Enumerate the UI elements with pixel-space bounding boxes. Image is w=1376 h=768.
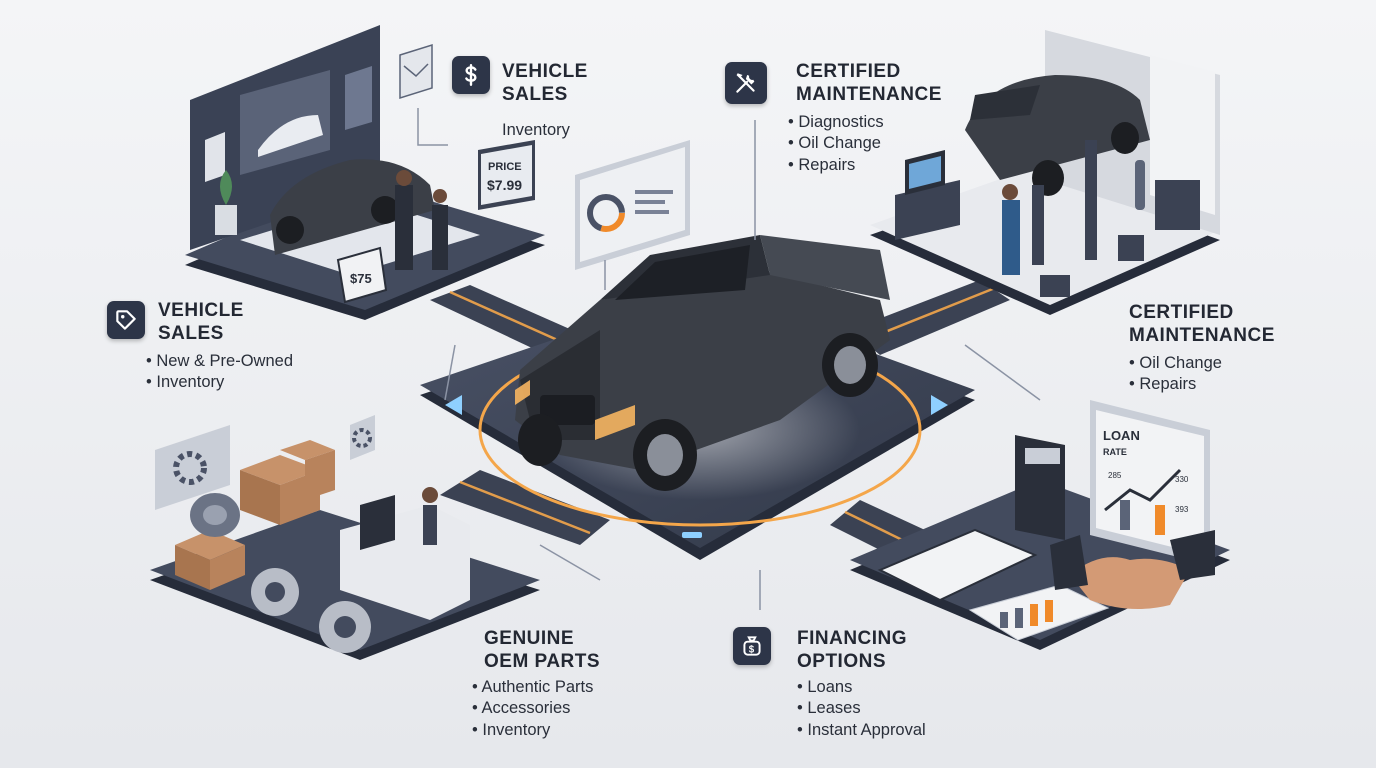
parts-scene [150,415,540,660]
list-item: Authentic Parts [472,678,600,698]
sales-left-badge [107,301,145,339]
maint-right-label: CERTIFIED MAINTENANCE Oil Change Repairs [1129,302,1275,397]
sales-top-title-2: SALES [502,83,568,105]
parts-list: Authentic Parts Accessories Inventory [472,678,600,741]
maint-top-badge [725,62,767,104]
list-item: Accessories [472,699,600,719]
finance-title-1: FINANCING [797,628,908,649]
loan-num-c: 393 [1175,505,1189,514]
svg-text:$: $ [749,645,755,656]
loan-board-line1: LOAN [1103,428,1140,443]
loan-board-line2: RATE [1103,447,1127,457]
finance-list: Loans Leases Instant Approval [797,678,926,741]
sales-left-label: VEHICLE SALES New & Pre-Owned Inventory [156,300,293,395]
maint-right-title-2: MAINTENANCE [1129,324,1275,346]
maint-top-title-1: CERTIFIED [796,61,901,82]
finance-label: FINANCING OPTIONS Loans Leases Instant A… [797,628,926,743]
maint-top-label: CERTIFIED MAINTENANCE Diagnostics Oil Ch… [796,61,942,178]
parts-label: GENUINE OEM PARTS Authentic Parts Access… [481,628,601,743]
finance-badge: $ [733,627,771,665]
list-item: New & Pre-Owned [146,352,293,372]
maintenance-scene [870,30,1220,315]
parts-title-2: OEM PARTS [484,650,601,672]
sales-top-badge [452,56,490,94]
showroom-scene: PRICE $7.99 $75 [185,25,545,320]
maint-top-list: Diagnostics Oil Change Repairs [788,113,942,176]
list-item: Inventory [146,373,293,393]
list-item: Instant Approval [797,721,925,741]
finance-scene: LOAN RATE 285 330 393 [850,400,1230,650]
sales-left-title-2: SALES [158,322,224,344]
money-bag-icon: $ [743,636,761,656]
list-item: Repairs [788,156,942,176]
floor-tag-text: $75 [350,271,372,286]
finance-title-2: OPTIONS [797,650,887,672]
list-item: Oil Change [1129,354,1275,374]
price-tag-icon [116,310,136,330]
pickup-truck [515,235,890,491]
list-item: Oil Change [788,134,942,154]
sales-left-list: New & Pre-Owned Inventory [146,352,293,394]
loan-num-b: 330 [1175,475,1189,484]
parts-title-1: GENUINE [484,628,575,649]
list-item: Repairs [1129,375,1275,395]
list-item: Inventory [472,721,600,741]
list-item: Diagnostics [788,113,942,133]
loan-num-a: 285 [1108,471,1122,480]
dollar-icon [465,64,477,86]
sales-left-title-1: VEHICLE [158,300,244,321]
price-sign-line2: $7.99 [487,177,522,193]
maint-right-list: Oil Change Repairs [1129,354,1275,396]
sales-top-title-1: VEHICLE [502,61,588,82]
sales-top-sub: Inventory [502,120,570,139]
wrench-screwdriver-icon [736,73,755,93]
price-sign-line1: PRICE [488,161,522,173]
list-item: Loans [797,678,926,698]
sales-top-label: VEHICLE SALES Inventory [502,61,588,140]
list-item: Leases [797,699,926,719]
maint-right-title-1: CERTIFIED [1129,302,1234,323]
maint-top-title-2: MAINTENANCE [796,83,942,105]
analytics-screen [575,140,690,270]
